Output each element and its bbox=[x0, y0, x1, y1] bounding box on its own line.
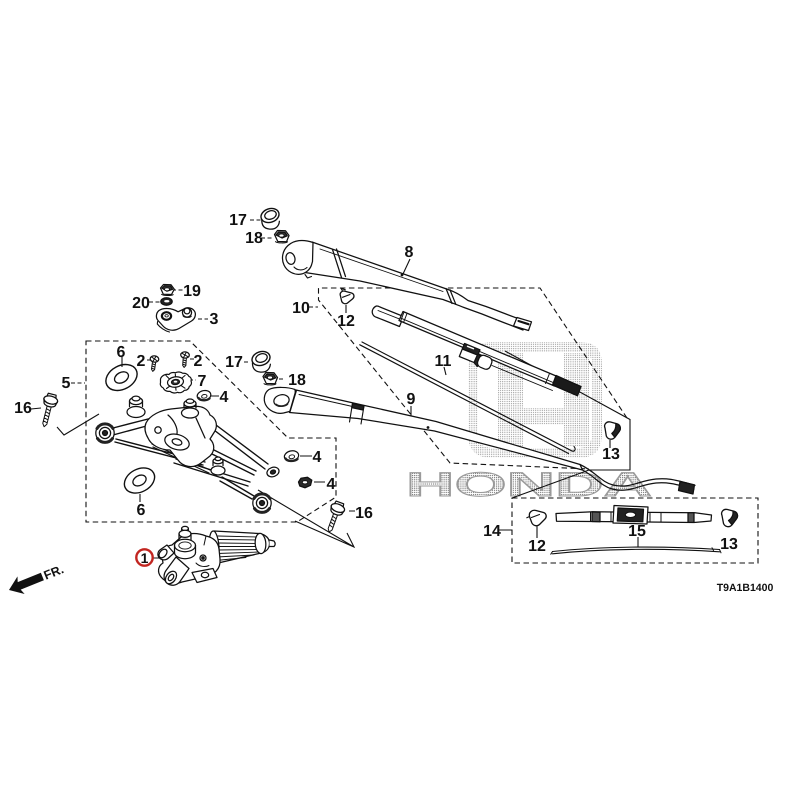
svg-text:2: 2 bbox=[194, 353, 203, 370]
svg-text:11: 11 bbox=[435, 353, 452, 370]
svg-text:9: 9 bbox=[407, 391, 416, 408]
svg-text:FR.: FR. bbox=[42, 562, 66, 583]
svg-text:14: 14 bbox=[483, 523, 501, 540]
svg-text:6: 6 bbox=[137, 502, 146, 519]
svg-text:16: 16 bbox=[355, 505, 373, 522]
svg-text:5: 5 bbox=[62, 375, 71, 392]
svg-text:12: 12 bbox=[337, 313, 355, 330]
svg-text:4: 4 bbox=[327, 476, 336, 493]
svg-text:8: 8 bbox=[405, 244, 414, 261]
svg-text:19: 19 bbox=[183, 283, 201, 300]
svg-text:3: 3 bbox=[210, 311, 219, 328]
svg-text:T9A1B1400: T9A1B1400 bbox=[717, 582, 774, 594]
svg-text:7: 7 bbox=[198, 373, 207, 390]
svg-text:2: 2 bbox=[137, 353, 146, 370]
svg-text:12: 12 bbox=[528, 538, 546, 555]
svg-text:1: 1 bbox=[141, 550, 149, 566]
svg-text:15: 15 bbox=[628, 523, 646, 540]
svg-text:16: 16 bbox=[14, 400, 32, 417]
svg-text:18: 18 bbox=[245, 230, 263, 247]
svg-text:20: 20 bbox=[132, 295, 150, 312]
svg-text:6: 6 bbox=[117, 344, 126, 361]
svg-text:10: 10 bbox=[292, 300, 310, 317]
svg-text:13: 13 bbox=[720, 536, 738, 553]
svg-text:17: 17 bbox=[225, 354, 243, 371]
svg-text:4: 4 bbox=[313, 449, 322, 466]
svg-text:17: 17 bbox=[229, 212, 247, 229]
svg-text:13: 13 bbox=[602, 446, 620, 463]
svg-text:18: 18 bbox=[288, 372, 306, 389]
svg-text:4: 4 bbox=[220, 389, 229, 406]
